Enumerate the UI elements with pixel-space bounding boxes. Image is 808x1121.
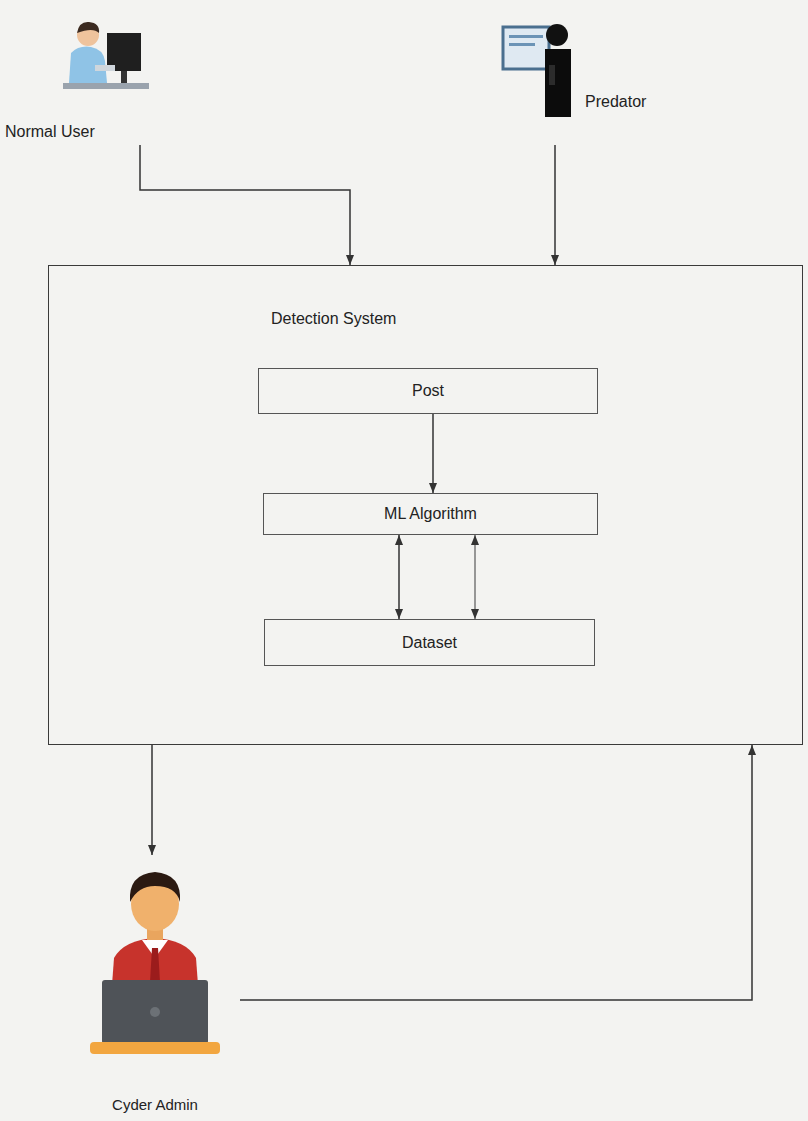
node-label: Dataset <box>402 634 457 652</box>
connector <box>151 745 153 855</box>
predator-monitor <box>503 27 549 69</box>
predator-icon <box>495 5 585 135</box>
process-box: Dataset <box>264 619 595 666</box>
node-label: Detection System <box>271 310 802 328</box>
laptop-base <box>90 1042 220 1054</box>
node-label: Normal User <box>5 123 95 141</box>
node-label: Post <box>412 382 444 400</box>
connector <box>398 535 400 619</box>
keyboard <box>95 65 115 71</box>
screen-line <box>509 43 535 46</box>
screen-line <box>509 35 543 38</box>
node-label: Cyder Admin <box>112 1096 198 1113</box>
actor-node: Cyder Admin <box>75 855 235 1117</box>
desk <box>63 83 149 89</box>
actor-node: Normal User <box>5 5 155 145</box>
connector <box>240 745 752 1000</box>
process-box: ML Algorithm <box>263 493 598 535</box>
node-label: ML Algorithm <box>384 505 477 523</box>
user-shirt <box>69 47 107 83</box>
monitor-stand <box>121 71 127 83</box>
predator-body <box>545 49 571 117</box>
laptop-logo <box>150 1007 160 1017</box>
admin-laptop <box>102 980 208 1044</box>
admin-icon <box>80 862 230 1072</box>
node-label: Predator <box>585 93 670 111</box>
admin-hair <box>130 872 180 902</box>
predator-head <box>546 24 568 46</box>
connector <box>432 414 434 493</box>
connector <box>474 535 476 619</box>
user-hair <box>77 22 99 33</box>
connector <box>140 145 350 265</box>
user-icon <box>55 5 155 115</box>
actor-node: Predator <box>495 5 670 145</box>
process-box: Post <box>258 368 598 414</box>
system-box: Detection SystemPost ML AlgorithmDataset <box>48 265 803 745</box>
predator-arm <box>549 65 555 85</box>
connector <box>554 145 556 265</box>
